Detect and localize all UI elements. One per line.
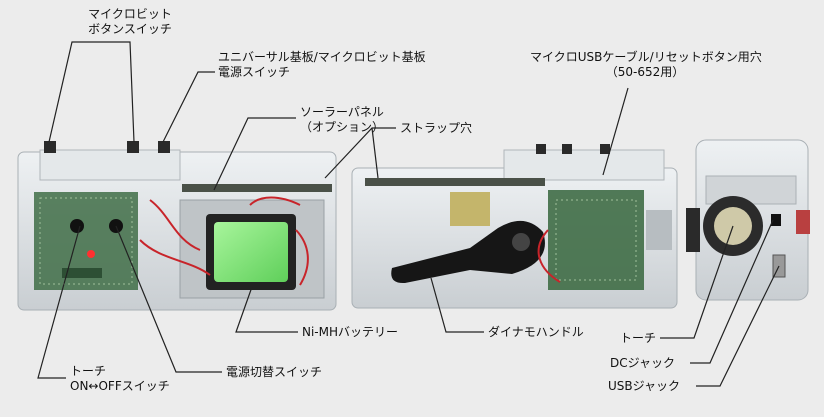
dynamo-handle-shape [391, 220, 545, 284]
label-power-select-switch: 電源切替スイッチ [226, 365, 323, 379]
label-strap-hole: ストラップ穴 [400, 121, 473, 135]
left-unit [17, 141, 337, 311]
label-usb-reset-hole-line1: マイクロUSBケーブル/リセットボタン用穴 [530, 50, 762, 64]
label-solar-panel-line2: （オプション） [300, 120, 385, 134]
label-torch-side: トーチ [620, 331, 657, 345]
label-power-switch-line2: 電源スイッチ [218, 65, 291, 79]
label-solar-panel: ソーラーパネル （オプション） [300, 105, 384, 135]
label-solar-panel-line1: ソーラーパネル [300, 105, 384, 119]
leader-lines [37, 41, 780, 387]
label-power-switch: ユニバーサル基板/マイクロビット基板 電源スイッチ [218, 50, 426, 80]
dynamo-generator [450, 192, 490, 226]
led [87, 250, 95, 258]
label-torch-switch-line2: ON↔OFFスイッチ [70, 379, 170, 393]
label-dc-jack: DCジャック [610, 356, 676, 370]
dc-jack-socket [771, 214, 781, 226]
microbit-board [548, 190, 644, 290]
label-torch-switch-line1: トーチ [70, 364, 107, 378]
torch-switch-part [70, 219, 84, 233]
microbit-button-a [44, 141, 56, 153]
power-switch-knob [158, 141, 170, 153]
label-usb-reset-hole-line2: （50-652用） [605, 65, 685, 79]
nimh-battery [214, 222, 288, 282]
label-dynamo-handle: ダイナモハンドル [488, 325, 584, 339]
label-microbit-buttons-line2: ボタンスイッチ [88, 22, 172, 36]
middle-unit [351, 144, 678, 309]
solar-panel-strip [182, 184, 332, 192]
label-microbit-buttons: マイクロビット ボタンスイッチ [80, 7, 180, 37]
microbit-button-b [127, 141, 139, 153]
label-battery: Ni-MHバッテリー [302, 325, 399, 339]
label-microbit-buttons-line1: マイクロビット [88, 7, 172, 21]
label-power-switch-line1: ユニバーサル基板/マイクロビット基板 [218, 50, 426, 64]
label-torch-switch: トーチ ON↔OFFスイッチ [70, 364, 170, 394]
label-usb-reset-hole: マイクロUSBケーブル/リセットボタン用穴 （50-652用） [530, 50, 762, 80]
label-usb-jack: USBジャック [608, 379, 681, 393]
